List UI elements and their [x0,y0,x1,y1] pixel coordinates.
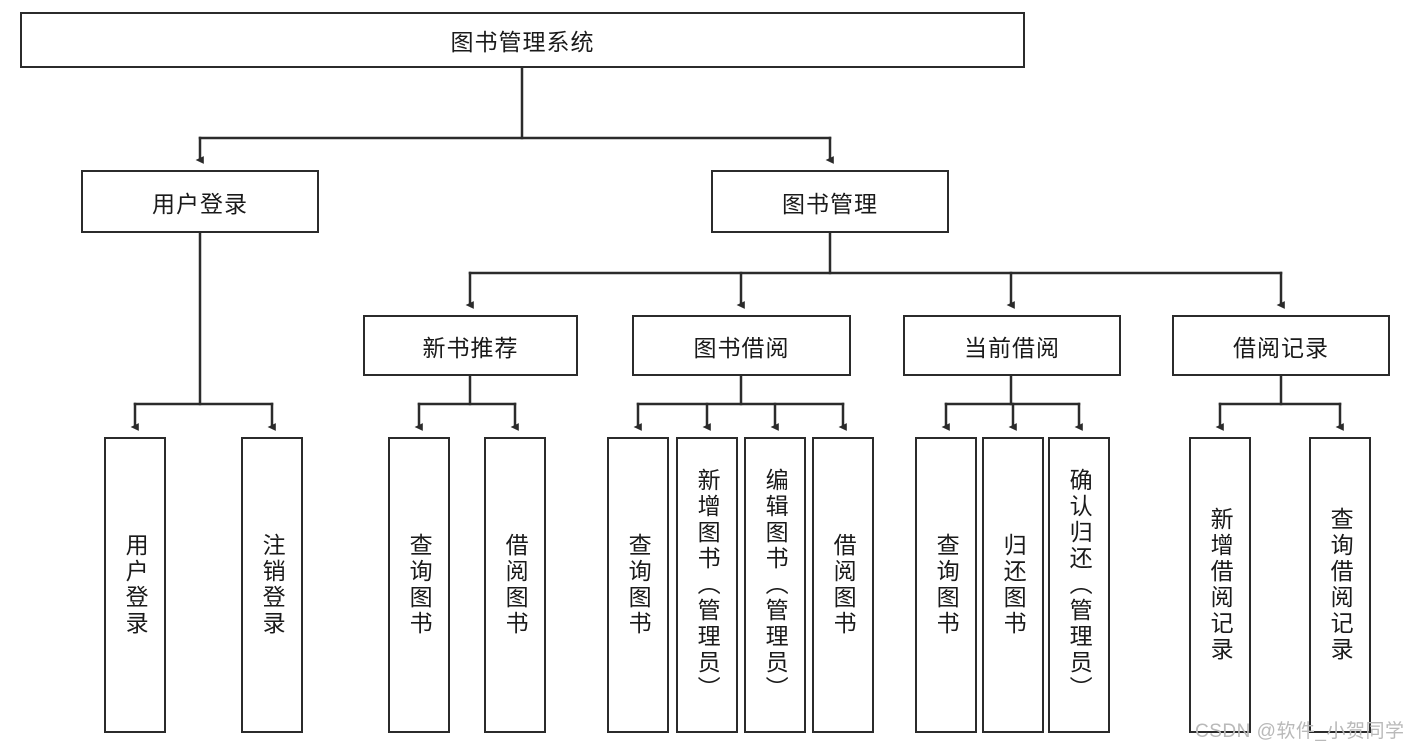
leaf-user-login-label: 用户登录 [122,533,149,637]
node-user-login[interactable]: 用户登录 [81,170,319,233]
leaf-user-login[interactable]: 用户登录 [104,437,166,733]
node-user-login-label: 用户登录 [152,190,248,217]
leaf-borrow-borrow-book-label: 借阅图书 [830,533,857,637]
leaf-current-query-book[interactable]: 查询图书 [915,437,977,733]
leaf-borrow-query-book[interactable]: 查询图书 [607,437,669,733]
leaf-borrow-add-book-admin[interactable]: 新增图书（管理员） [676,437,738,733]
node-book-management-label: 图书管理 [782,190,878,217]
node-book-management[interactable]: 图书管理 [711,170,949,233]
leaf-newbook-borrow-book[interactable]: 借阅图书 [484,437,546,733]
leaf-logout-label: 注销登录 [259,533,286,637]
node-borrow-records-label: 借阅记录 [1233,334,1329,361]
leaf-borrow-edit-book-admin[interactable]: 编辑图书（管理员） [744,437,806,733]
leaf-borrow-borrow-book[interactable]: 借阅图书 [812,437,874,733]
node-book-borrow-label: 图书借阅 [693,334,790,361]
leaf-records-query-record-label: 查询借阅记录 [1327,507,1354,663]
leaf-current-return-book[interactable]: 归还图书 [982,437,1044,733]
node-current-borrow[interactable]: 当前借阅 [903,315,1121,376]
node-root-label: 图书管理系统 [450,29,595,55]
node-book-borrow[interactable]: 图书借阅 [632,315,851,376]
leaf-current-confirm-return-admin[interactable]: 确认归还（管理员） [1048,437,1110,733]
leaf-borrow-add-book-admin-label: 新增图书（管理员） [694,468,721,702]
leaf-borrow-query-book-label: 查询图书 [625,533,652,637]
leaf-newbook-borrow-book-label: 借阅图书 [502,533,529,637]
leaf-newbook-query-book-label: 查询图书 [406,533,433,637]
leaf-records-add-record[interactable]: 新增借阅记录 [1189,437,1251,733]
leaf-current-return-book-label: 归还图书 [1000,533,1027,637]
leaf-borrow-edit-book-admin-label: 编辑图书（管理员） [762,468,789,702]
node-borrow-records[interactable]: 借阅记录 [1172,315,1390,376]
leaf-records-add-record-label: 新增借阅记录 [1207,507,1234,663]
node-current-borrow-label: 当前借阅 [964,334,1060,361]
leaf-records-query-record[interactable]: 查询借阅记录 [1309,437,1371,733]
leaf-logout[interactable]: 注销登录 [241,437,303,733]
leaf-current-confirm-return-admin-label: 确认归还（管理员） [1066,468,1093,702]
leaf-newbook-query-book[interactable]: 查询图书 [388,437,450,733]
node-new-book-recommend-label: 新书推荐 [422,334,519,361]
watermark: CSDN @软件_小贺同学 [1195,721,1405,742]
node-root[interactable]: 图书管理系统 [20,12,1025,68]
leaf-current-query-book-label: 查询图书 [933,533,960,637]
node-new-book-recommend[interactable]: 新书推荐 [363,315,578,376]
